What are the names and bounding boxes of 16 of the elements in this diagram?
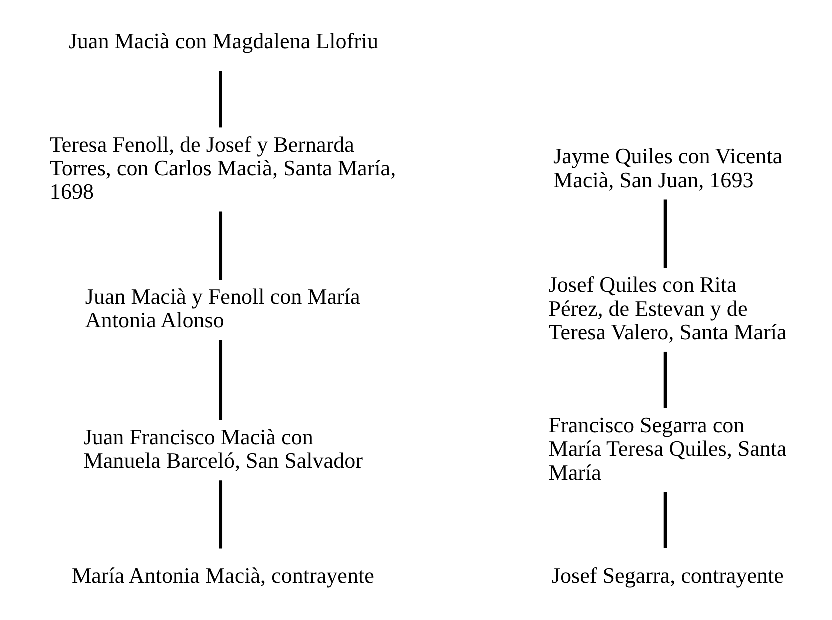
node-text: Juan Macià con Magdalena Llofriu <box>68 28 379 54</box>
connector <box>219 71 223 128</box>
node-text: Josef Segarra, contrayente <box>552 563 784 588</box>
node-text: Juan Francisco Macià con Manuela Barceló, San Salvador <box>84 424 363 473</box>
node-text: Jayme Quiles con Vicenta Macià, San Juan, 1693 <box>554 144 783 192</box>
node-text: Francisco Segarra con María Teresa Quiles, Santa María <box>548 412 787 485</box>
connector <box>664 200 668 268</box>
node-text: Teresa Fenoll, de Josef y Bernarda Torres, con Carlos Macià, Santa María, 1698 <box>50 132 396 204</box>
connector <box>664 492 668 548</box>
node-text: Josef Quiles con Rita Pérez, de Estevan y de Teresa Valero, Santa María <box>548 272 787 344</box>
node-text: María Antonia Macià, contrayente <box>72 563 374 588</box>
connector <box>219 340 223 420</box>
node-text: Juan Macià y Fenoll con María Antonia Alonso <box>85 284 360 333</box>
connector <box>219 212 223 280</box>
connector <box>219 480 223 549</box>
connector <box>664 352 668 408</box>
